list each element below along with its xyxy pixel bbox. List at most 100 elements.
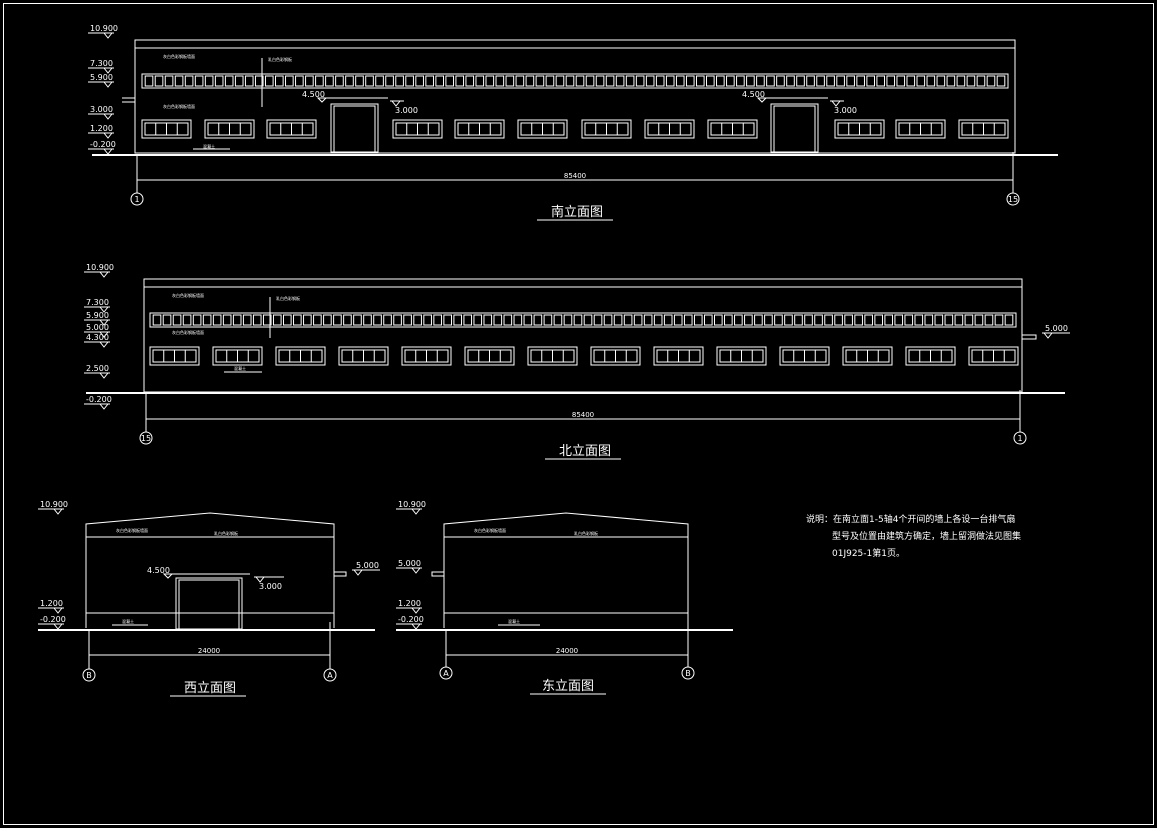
south-callout-3: 灰白色彩钢板墙面 bbox=[163, 103, 195, 109]
south-level-mark-symbol bbox=[88, 132, 114, 139]
west-axis-left: B bbox=[86, 671, 92, 680]
north-window bbox=[842, 346, 893, 366]
south-skylight-pane bbox=[836, 75, 845, 87]
north-skylight-pane bbox=[543, 314, 553, 326]
south-skylight-pane bbox=[876, 75, 886, 87]
north-window bbox=[968, 346, 1019, 366]
south-skylight-pane bbox=[736, 75, 745, 87]
north-level-mark-symbol bbox=[84, 372, 110, 379]
south-window bbox=[958, 119, 1009, 139]
north-window bbox=[338, 346, 389, 366]
south-skylight-pane bbox=[886, 75, 896, 87]
north-axis-left: 15 bbox=[141, 434, 151, 443]
south-skylight-pane bbox=[435, 75, 444, 87]
north-skylight-pane bbox=[473, 314, 483, 326]
south-skylight-pane bbox=[926, 75, 936, 87]
north-skylight-pane bbox=[583, 314, 593, 326]
north-level-mark-symbol bbox=[84, 319, 110, 326]
south-skylight-pane bbox=[716, 75, 725, 87]
north-window bbox=[905, 346, 956, 366]
north-level-mark-symbol bbox=[84, 403, 110, 410]
south-level-mark-symbol bbox=[88, 32, 114, 39]
south-skylight-pane bbox=[275, 75, 284, 87]
west-axis-bubble-right bbox=[323, 668, 337, 682]
south-skylight-pane bbox=[946, 75, 956, 87]
south-door-level-3: 4.500 bbox=[742, 90, 765, 99]
north-skylight-pane bbox=[974, 314, 984, 326]
design-note: 说明：在南立面1-5轴4个开间的墙上各设一台排气扇 型号及位置由建筑方确定，墙上… bbox=[806, 513, 1021, 559]
south-skylight-pane bbox=[675, 75, 685, 87]
north-level-mark-symbol bbox=[84, 306, 110, 313]
east-callout-1: 灰白色彩钢板墙面 bbox=[474, 527, 506, 533]
south-level-mark-symbol bbox=[88, 148, 114, 155]
west-title: 西立面图 bbox=[184, 681, 236, 696]
south-skylight-pane bbox=[625, 75, 635, 87]
south-door-level-1: 4.500 bbox=[302, 90, 325, 99]
south-skylight-pane bbox=[315, 75, 324, 87]
east-axis-right: B bbox=[685, 669, 691, 678]
south-skylight-pane bbox=[806, 75, 815, 87]
north-skylight-pane bbox=[724, 314, 733, 326]
north-parapet bbox=[143, 278, 1023, 288]
south-skylight-pane bbox=[395, 75, 404, 87]
north-skylight-pane bbox=[874, 314, 883, 326]
south-level-mark: 3.000 bbox=[90, 105, 113, 114]
south-parapet bbox=[134, 39, 1016, 49]
north-skylight-pane bbox=[954, 314, 964, 326]
north-title: 北立面图 bbox=[559, 444, 611, 459]
south-axis-right: 15 bbox=[1008, 195, 1018, 204]
south-axis-bubble-right bbox=[1006, 192, 1020, 206]
north-skylight-pane bbox=[232, 314, 242, 326]
north-level-mark: 4.300 bbox=[86, 333, 109, 342]
south-skylight-pane bbox=[184, 75, 194, 87]
north-skylight-pane bbox=[944, 314, 954, 326]
north-skylight-pane bbox=[433, 314, 442, 326]
south-skylight-pane bbox=[866, 75, 875, 87]
west-door-level-2: 3.000 bbox=[259, 582, 282, 591]
east-level-mark: -0.200 bbox=[398, 615, 424, 624]
north-callout-2: 乳白色彩钢板 bbox=[276, 295, 300, 301]
south-skylight-pane bbox=[325, 75, 334, 87]
south-skylight-pane bbox=[655, 75, 665, 87]
south-axis-bubble-left bbox=[130, 192, 144, 206]
east-level-mark: 10.900 bbox=[398, 500, 426, 509]
north-skylight-pane bbox=[613, 314, 623, 326]
south-skylight-pane bbox=[826, 75, 835, 87]
north-skylight-pane bbox=[984, 314, 994, 326]
north-axis-bubble-right bbox=[1013, 431, 1027, 445]
north-right-level: 5.000 bbox=[1045, 324, 1068, 333]
north-skylight-pane bbox=[553, 314, 563, 326]
east-axis-bubble-left bbox=[439, 666, 453, 680]
south-door-left bbox=[330, 103, 379, 153]
west-axis-right: A bbox=[327, 671, 333, 680]
east-level-mark-symbol bbox=[396, 508, 422, 515]
south-skylight-pane bbox=[706, 75, 715, 87]
north-skylight-pane bbox=[162, 314, 172, 326]
north-skylight-pane bbox=[242, 314, 252, 326]
south-skylight-pane bbox=[174, 75, 184, 87]
north-window bbox=[653, 346, 704, 366]
north-window bbox=[464, 346, 515, 366]
north-skylight-pane bbox=[754, 314, 763, 326]
south-level-mark: 7.300 bbox=[90, 59, 113, 68]
north-skylight-pane bbox=[703, 314, 713, 326]
south-skylight-pane bbox=[365, 75, 374, 87]
north-skylight-pane bbox=[794, 314, 803, 326]
south-skylight-pane bbox=[355, 75, 364, 87]
north-skylight-pane bbox=[573, 314, 583, 326]
north-skylight-pane bbox=[593, 314, 603, 326]
north-callout-3: 灰白色彩钢板墙面 bbox=[172, 329, 204, 335]
west-level-mark-symbol bbox=[38, 508, 64, 515]
north-skylight-pane bbox=[513, 314, 523, 326]
south-door-right-inner bbox=[773, 105, 816, 153]
east-dimension-text: 24000 bbox=[556, 647, 578, 655]
north-skylight-pane bbox=[734, 314, 743, 326]
south-window bbox=[707, 119, 758, 139]
south-skylight-pane bbox=[976, 75, 986, 87]
south-skylight-pane bbox=[244, 75, 254, 87]
south-window bbox=[517, 119, 568, 139]
